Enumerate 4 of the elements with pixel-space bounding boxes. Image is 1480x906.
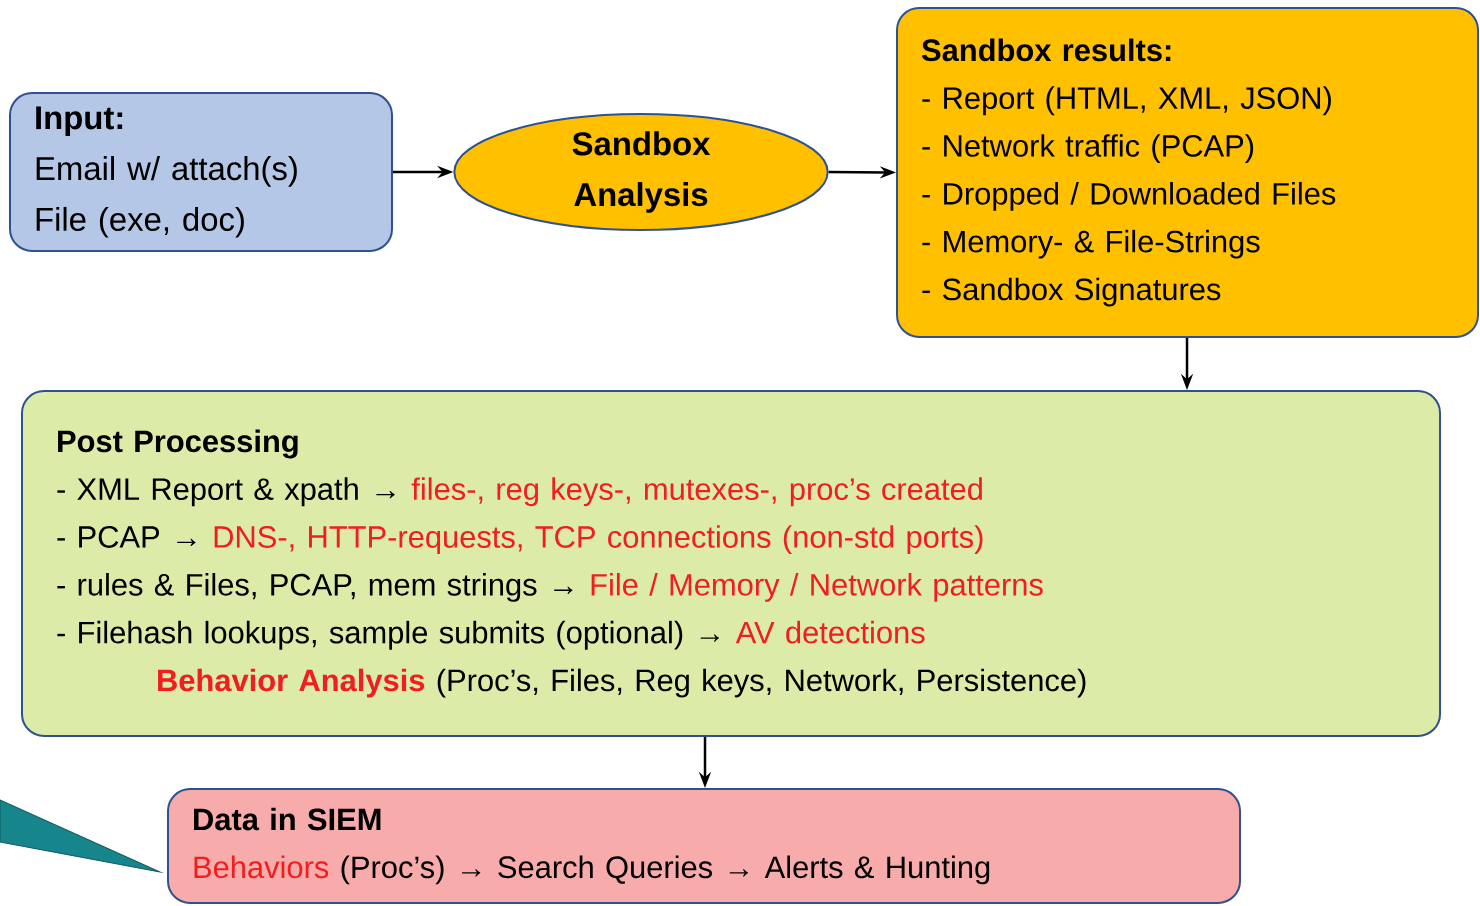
results-box: Sandbox results: - Report (HTML, XML, JSON) - Network traffic (PCAP) - Dropped / Downloaded Files - Memory- & File-Strings - Sandbox Signatures: [896, 7, 1479, 338]
input-box: Input: Email w/ attach(s) File (exe, doc): [9, 92, 393, 252]
processing-box: Post Processing - XML Report & xpath → files-, reg keys-, mutexes-, proc’s created - PCAP → DNS-, HTTP-requests, TCP connections (non-std ports) - rules & Files, PCAP, mem strings → File / Memory / Network patterns - Filehash lookups, sample submits (optional) → AV detections Behavior Analysis (Proc’s, Files, Reg keys, Network, Persistence): [21, 390, 1442, 737]
output-box: Data in SIEM Behaviors (Proc’s) → Search Queries → Alerts & Hunting: [167, 788, 1241, 904]
